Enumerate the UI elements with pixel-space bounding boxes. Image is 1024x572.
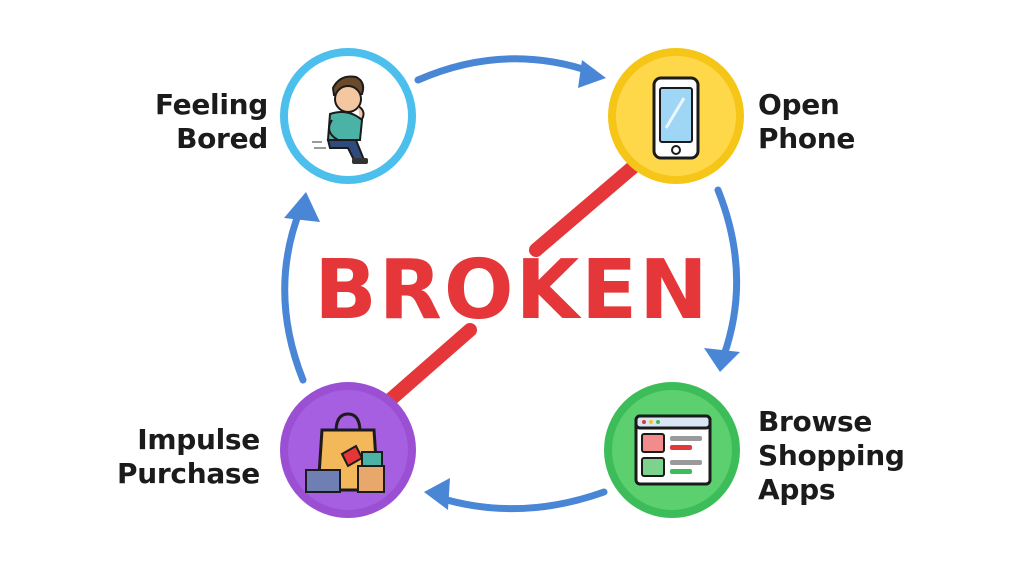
node-browse-shopping-apps xyxy=(604,382,740,518)
broken-slash-lower xyxy=(383,323,477,407)
label-feeling-bored: Feeling Bored xyxy=(118,88,268,156)
node-open-phone xyxy=(608,48,744,184)
arrow-phone-to-browse xyxy=(714,186,741,359)
impulse-purchase-line2: Purchase xyxy=(117,457,260,490)
label-open-phone: Open Phone xyxy=(758,88,938,156)
arrow-impulse-to-bored xyxy=(281,206,307,384)
label-impulse-purchase: Impulse Purchase xyxy=(60,423,260,491)
feeling-bored-line1: Feeling xyxy=(154,88,268,121)
arrow-browse-to-impulse xyxy=(436,488,608,513)
browse-shopping-line3: Apps xyxy=(758,473,836,506)
arrow-bored-to-phone xyxy=(414,55,596,84)
impulse-purchase-line1: Impulse xyxy=(137,423,260,456)
arrowhead-to-bored xyxy=(284,192,320,222)
arrowhead-to-browse xyxy=(704,348,740,372)
browse-shopping-line1: Browse xyxy=(758,405,873,438)
smartphone-icon xyxy=(652,76,700,160)
shopping-app-window-icon xyxy=(634,414,712,486)
broken-text: BROKEN xyxy=(314,243,710,338)
arrowhead-to-phone xyxy=(578,60,606,88)
broken-slash-upper xyxy=(529,161,639,257)
broken-slash xyxy=(383,161,639,407)
arrowhead-to-impulse xyxy=(424,478,450,510)
cycle-arrows xyxy=(281,55,741,513)
open-phone-line2: Phone xyxy=(758,122,856,155)
bored-person-icon xyxy=(312,75,368,164)
label-browse-shopping-apps: Browse Shopping Apps xyxy=(758,405,958,507)
open-phone-line1: Open xyxy=(758,88,840,121)
arrow-heads xyxy=(284,60,740,510)
node-impulse-purchase xyxy=(280,382,416,518)
shopping-bags-icon xyxy=(305,412,385,493)
feeling-bored-line2: Bored xyxy=(176,122,268,155)
browse-shopping-line2: Shopping xyxy=(758,439,905,472)
node-feeling-bored xyxy=(280,48,416,184)
